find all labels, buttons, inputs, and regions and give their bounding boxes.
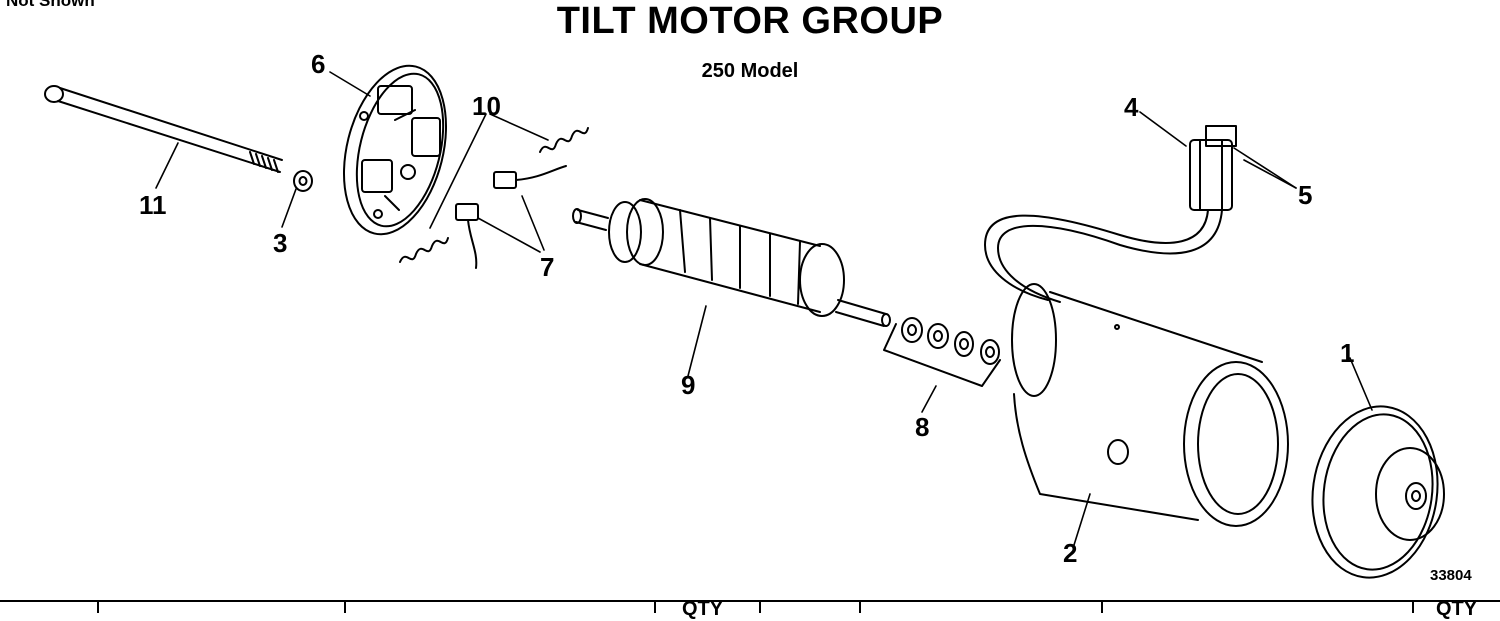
callout-11: 11: [139, 190, 167, 220]
callout-10: 10: [472, 91, 501, 121]
callout-5: 5: [1298, 180, 1313, 210]
not-shown-note: Not Shown: [6, 0, 95, 10]
parts-table-header: [0, 600, 1500, 613]
model-subtitle: 250 Model: [701, 60, 799, 82]
page-title: TILT MOTOR GROUP: [556, 0, 944, 42]
callout-9: 9: [681, 370, 696, 400]
motor-housing-part: [984, 209, 1289, 527]
brush-spring-part: [399, 127, 589, 263]
callout-3: 3: [273, 228, 288, 258]
armature-part: [572, 198, 891, 327]
callout-1: 1: [1340, 338, 1355, 368]
washer-part: [293, 170, 313, 192]
qty-column-header: QTY: [1436, 598, 1478, 620]
callout-2: 2: [1063, 538, 1078, 568]
callout-8: 8: [915, 412, 930, 442]
end-cap-part: [1311, 405, 1445, 579]
callout-4: 4: [1124, 92, 1139, 122]
figure-number: 33804: [1430, 567, 1472, 584]
wire-connector-part: [1189, 125, 1237, 211]
brush-part: [455, 165, 567, 269]
through-bolt-part: [44, 85, 283, 173]
callout-7: 7: [540, 252, 555, 282]
leader-lines: [155, 71, 1373, 546]
qty-column-header: QTY: [682, 598, 724, 620]
thrust-washer-part: [883, 317, 1001, 387]
brush-plate-part: [342, 64, 448, 236]
callout-6: 6: [311, 49, 326, 79]
